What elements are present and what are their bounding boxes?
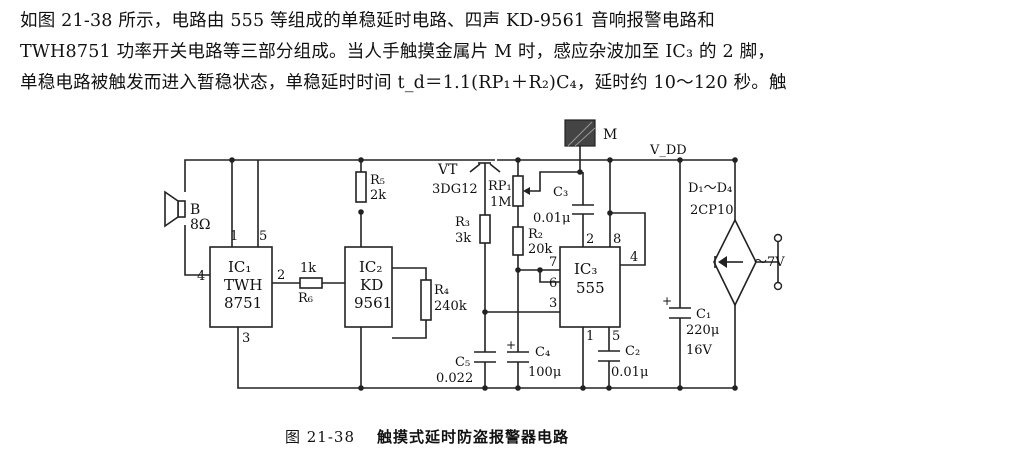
r2-label: R₂ [528, 227, 543, 242]
r5-label: R₅ [370, 173, 385, 188]
ic3-pin-2: 2 [586, 232, 594, 247]
r6-value: 1k [300, 261, 316, 276]
ic1-model: 8751 [224, 294, 262, 312]
c4-label: C₄ [535, 345, 550, 360]
ic1-pin-3: 3 [242, 331, 250, 346]
figure-caption: 图 21-38 触摸式延时防盗报警器电路 [285, 426, 569, 447]
ic3-pin-6: 6 [549, 276, 557, 291]
ic1-pin-4: 4 [197, 269, 205, 284]
c1-label: C₁ [696, 307, 711, 322]
ic2-name: KD [360, 276, 383, 294]
c5-label: C₅ [455, 355, 470, 370]
ic1-pin-1: 1 [230, 229, 238, 244]
resistor-r3: R₃ 3k [455, 214, 491, 246]
capacitor-c4: + C₄ 100μ [506, 338, 561, 380]
touch-plate-m: M [564, 119, 617, 147]
ic3-pin-8: 8 [613, 232, 621, 247]
plate-label: M [603, 127, 617, 143]
c4-value: 100μ [528, 365, 561, 380]
c1-value: 220μ [686, 323, 719, 338]
junction-dots [229, 157, 738, 391]
vt-model: 3DG12 [432, 182, 478, 197]
c5-value: 0.022 [436, 371, 473, 386]
ac-input-label: ～7V [754, 255, 785, 270]
transistor-vt: VT 3DG12 [432, 162, 501, 197]
c2-value: 0.01μ [611, 365, 648, 380]
speaker-icon: B 8Ω [164, 190, 211, 233]
ic3-555: 2 8 7 6 3 4 1 5 IC₃ 555 [549, 232, 638, 344]
ic3-pin-7: 7 [549, 255, 557, 270]
ic1-label: IC₁ [228, 258, 251, 276]
r5-value: 2k [370, 188, 386, 203]
r3-value: 3k [455, 231, 471, 246]
capacitor-c3: C₃ 0.01μ [533, 185, 594, 226]
c1-voltage: 16V [686, 343, 713, 358]
ic2-label: IC₂ [359, 258, 382, 276]
resistor-r5: R₅ 2k [355, 171, 386, 203]
resistor-r4: R₄ 240k [420, 279, 467, 321]
capacitor-c2: C₂ 0.01μ [598, 344, 648, 380]
ic3-pin-4: 4 [630, 250, 638, 265]
r6-label: R₆ [298, 291, 313, 306]
ac-terminal-bottom [773, 281, 783, 291]
vt-label: VT [437, 162, 458, 178]
c4-polarity: + [506, 338, 516, 352]
rp1-label: RP₁ [488, 179, 512, 194]
ic3-model: 555 [576, 279, 605, 297]
ic2-kd9561: IC₂ KD 9561 [344, 246, 393, 328]
paragraph-line-1: 如图 21-38 所示，电路由 555 等组成的单稳延时电路、四声 KD-956… [20, 11, 715, 31]
c2-label: C₂ [625, 344, 640, 359]
c3-value: 0.01μ [533, 211, 570, 226]
c3-label: C₃ [553, 185, 568, 200]
potentiometer-rp1: RP₁ 1M [488, 175, 530, 210]
caption-title: 触摸式延时防盗报警器电路 [377, 428, 570, 446]
ac-terminal-top [773, 233, 783, 243]
ic1-name: TWH [224, 276, 263, 294]
ic3-label: IC₃ [574, 260, 597, 278]
caption-number: 图 21-38 [285, 428, 356, 446]
capacitor-c5: C₅ 0.022 [436, 351, 496, 386]
r3-label: R₃ [455, 215, 470, 230]
paragraph-line-3: 单稳电路被触发而进入暂稳状态，单稳延时时间 t_d＝1.1(RP₁＋R₂)C₄，… [20, 73, 787, 93]
ic1-twh8751: 1 5 4 2 3 IC₁ TWH 8751 [197, 229, 285, 346]
ic1-pin-2: 2 [277, 268, 285, 283]
capacitor-c1: + C₁ 220μ 16V [662, 294, 719, 358]
r4-value: 240k [434, 299, 467, 314]
vdd-label: V_DD [649, 143, 687, 158]
c1-polarity: + [662, 294, 672, 308]
ic1-pin-5: 5 [259, 229, 267, 244]
paragraph-line-2: TWH8751 功率开关电路等三部分组成。当人手触摸金属片 M 时，感应杂波加至… [20, 42, 775, 62]
ic3-pin-5: 5 [612, 329, 620, 344]
resistor-r2: R₂ 20k [512, 226, 553, 257]
ic2-model: 9561 [354, 294, 392, 312]
speaker-label: B [190, 202, 200, 218]
ic3-pin-3: 3 [549, 296, 557, 311]
diodes-model: 2CP10 [690, 203, 734, 218]
bridge-rectifier: D₁～D₄ 2CP10 ～7V [688, 181, 785, 307]
ic3-pin-1: 1 [586, 329, 594, 344]
r4-label: R₄ [434, 283, 449, 298]
resistor-r6: 1k R₆ [298, 261, 323, 306]
circuit-wires [184, 130, 779, 389]
speaker-value: 8Ω [190, 217, 211, 233]
diodes-label: D₁～D₄ [688, 181, 732, 196]
rp1-value: 1M [490, 195, 512, 210]
r2-value: 20k [528, 242, 553, 257]
description-paragraph: 如图 21-38 所示，电路由 555 等组成的单稳延时电路、四声 KD-956… [20, 6, 1010, 99]
